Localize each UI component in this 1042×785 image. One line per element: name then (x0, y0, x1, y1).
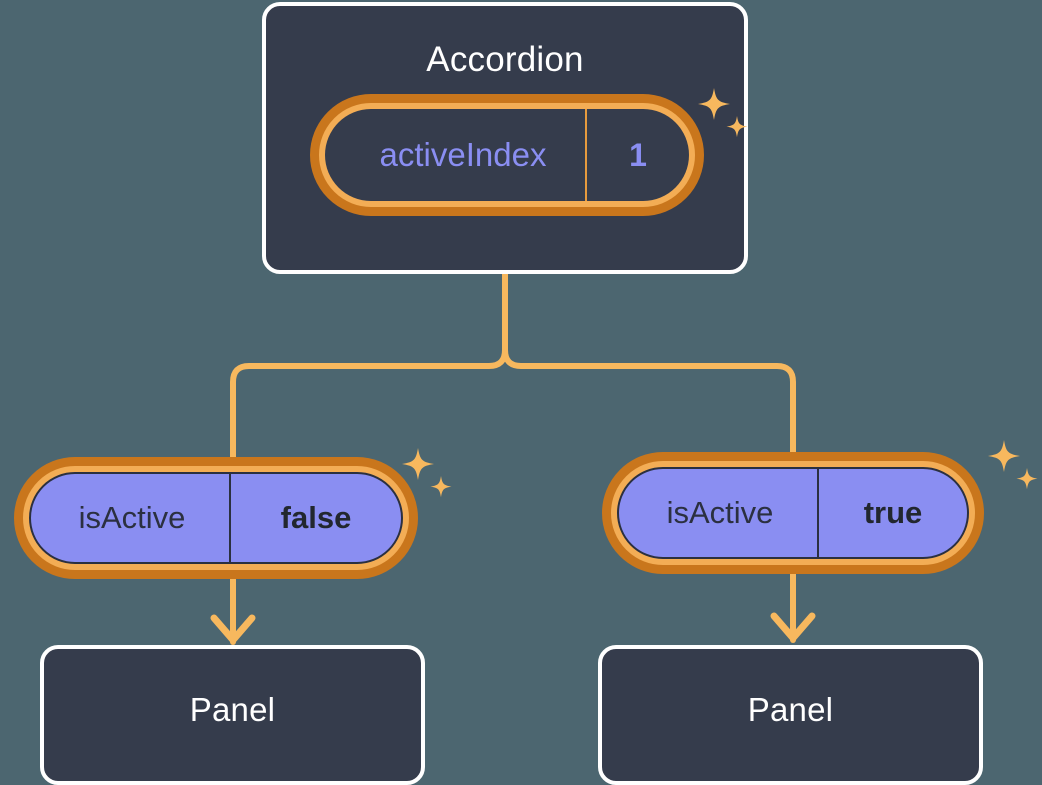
state-value-is-active-left: false (229, 474, 401, 562)
state-pill-body: isActive true (617, 467, 969, 559)
panel-title-right: Panel (747, 691, 834, 728)
panel-component-right[interactable]: Panel (598, 645, 983, 785)
arrowhead-right (770, 612, 816, 642)
sparkle-right-group (982, 436, 1042, 498)
state-pill-is-active-right[interactable]: isActive true (602, 452, 984, 574)
sparkle-large-icon (402, 448, 434, 480)
connector-root-to-branches (502, 271, 796, 465)
state-pill-is-active-left[interactable]: isActive false (14, 457, 418, 579)
state-pill-active-index[interactable]: activeIndex 1 (310, 94, 704, 216)
connector-root-to-branch-left (230, 347, 508, 471)
state-value-is-active-right: true (817, 469, 967, 557)
state-pill-body: activeIndex 1 (325, 109, 689, 201)
sparkle-small-icon (430, 476, 452, 498)
state-pill-body: isActive false (29, 472, 403, 564)
sparkle-small-icon (1016, 468, 1038, 490)
state-key-active-index: activeIndex (379, 136, 547, 173)
state-value-active-index: 1 (585, 109, 689, 201)
arrowhead-left (210, 614, 256, 644)
state-key-is-active-right: isActive (666, 495, 774, 530)
accordion-title: Accordion (426, 40, 584, 79)
panel-component-left[interactable]: Panel (40, 645, 425, 785)
panel-title-left: Panel (189, 691, 276, 728)
state-key-is-active-left: isActive (78, 500, 186, 535)
sparkle-large-icon (988, 440, 1020, 472)
